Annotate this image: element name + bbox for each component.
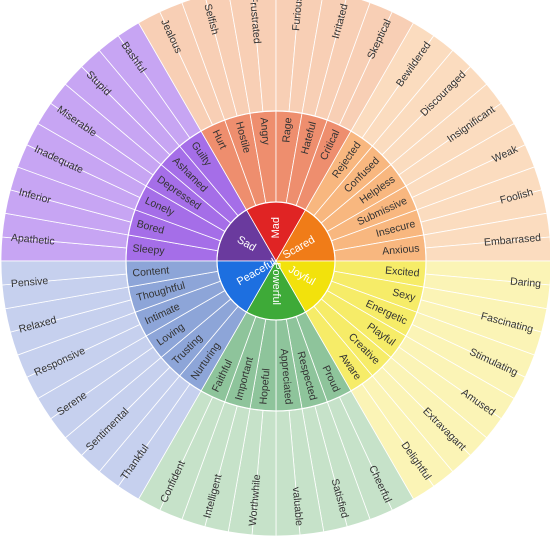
outer-label-scared-5: Embarrased <box>483 232 541 249</box>
mid-label-scared-5: Anxious <box>382 242 420 257</box>
mid-label-mad-3: Rage <box>280 117 294 143</box>
mid-label-mad-2: Angry <box>257 117 271 146</box>
outer-label-sad-0: Apathetic <box>10 232 55 248</box>
middle-ring <box>125 110 427 412</box>
mid-label-powerful-3: Hopeful <box>257 368 272 405</box>
mid-label-peaceful-5: Content <box>132 264 170 279</box>
outer-label-peaceful-5: Pensive <box>10 275 48 290</box>
core-label-powerful: Powerful <box>270 262 282 305</box>
mid-label-powerful-2: Appreciated <box>278 348 295 405</box>
ring-separators <box>125 110 427 412</box>
outer-label-powerful-3: Worthwhile <box>247 474 263 527</box>
outer-label-powerful-2: valuable <box>290 486 305 526</box>
mid-label-sad-0: Sleepy <box>132 242 166 257</box>
outer-label-mad-2: Frustrated <box>247 0 263 44</box>
ring-separator <box>125 110 427 412</box>
mid-label-joyful-0: Excited <box>385 265 421 280</box>
outer-label-mad-3: Furious <box>290 0 305 31</box>
outer-label-joyful-0: Daring <box>510 276 542 291</box>
outer-ring <box>0 0 550 537</box>
ring-separator <box>216 201 336 321</box>
core-label-mad: Mad <box>270 217 282 238</box>
